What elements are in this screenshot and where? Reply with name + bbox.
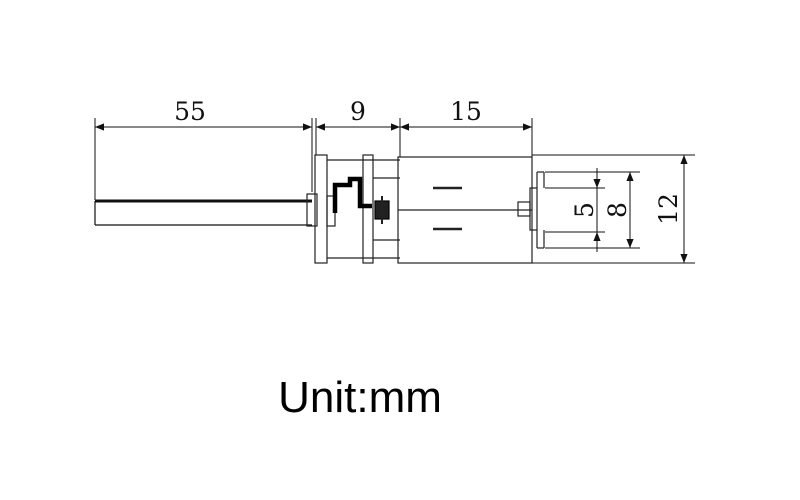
- horizontal-dimensions: [94, 118, 533, 200]
- motor-body: [397, 156, 533, 264]
- dimension-label-9: 9: [350, 97, 366, 126]
- unit-caption: Unit:mm: [278, 373, 442, 422]
- dimension-label-55: 55: [174, 97, 206, 126]
- dimension-label-8: 8: [603, 202, 632, 218]
- motor-terminals: [529, 171, 545, 249]
- dimension-label-12: 12: [654, 193, 683, 225]
- gearbox: [306, 154, 400, 264]
- dimension-label-15: 15: [450, 97, 482, 126]
- output-shaft: [94, 199, 312, 226]
- dimension-label-5: 5: [570, 202, 599, 218]
- vertical-dimensions: [532, 154, 695, 264]
